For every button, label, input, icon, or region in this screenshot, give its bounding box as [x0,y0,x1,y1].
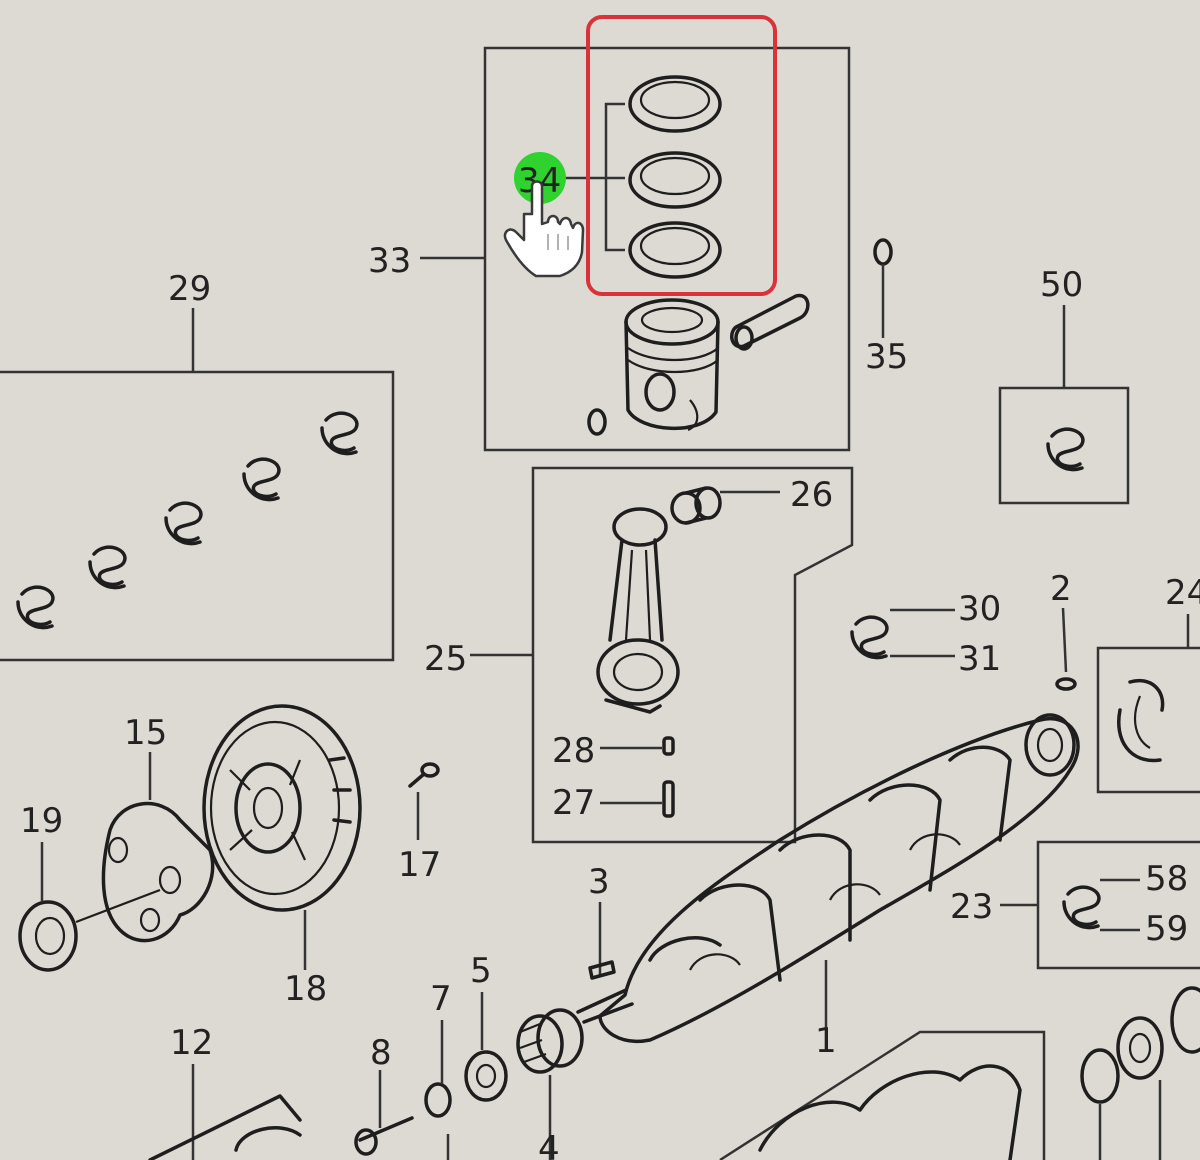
main-bearings-box [0,370,395,662]
callout-23[interactable]: 23 [950,887,993,927]
rod-nut[interactable] [662,736,675,756]
callout-33[interactable]: 33 [368,241,411,281]
callout-19[interactable]: 19 [20,801,63,841]
bolt-8[interactable] [354,1116,414,1156]
bearing-50[interactable] [1046,427,1085,472]
seal-ring-lower[interactable] [1080,986,1200,1104]
bolt-17[interactable] [408,762,440,788]
callout-58[interactable]: 58 [1145,859,1188,899]
rod-bearing-30-31[interactable] [850,615,889,660]
hand-pointer-icon [503,180,585,278]
thrust-washers-24[interactable] [1117,678,1165,763]
piston-assembly-box [483,46,851,452]
adapter-plate-15[interactable] [101,801,215,943]
callout-59[interactable]: 59 [1145,909,1188,949]
rod-bolt[interactable] [662,780,675,818]
callout-1[interactable]: 1 [815,1021,837,1061]
pin-snap-ring[interactable] [587,408,607,436]
callout-15[interactable]: 15 [124,713,167,753]
main-bearings-29[interactable] [16,411,359,630]
lower-crankshaft-box [719,1030,1046,1160]
callout-50[interactable]: 50 [1040,265,1083,305]
housing-12[interactable] [148,1094,302,1160]
callout-31[interactable]: 31 [958,639,1001,679]
flywheel-18[interactable] [202,704,362,912]
callout-17[interactable]: 17 [398,845,441,885]
callout-4[interactable]: 4 [538,1129,560,1160]
callout-12[interactable]: 12 [170,1023,213,1063]
callout-35[interactable]: 35 [865,337,908,377]
bearing-23[interactable] [1062,885,1101,930]
spacer-5[interactable] [464,1050,508,1102]
callout-24[interactable]: 24 [1165,573,1200,613]
bearing-box-50 [998,386,1130,505]
small-ring-35[interactable] [873,238,893,266]
callout-18[interactable]: 18 [284,969,327,1009]
callout-27[interactable]: 27 [552,783,595,823]
oil-seal-19[interactable] [18,888,161,972]
piston[interactable] [624,298,720,432]
highlight-outline [586,15,777,296]
piston-rings-34[interactable] [628,75,722,279]
dowel-pin-2[interactable] [1055,677,1077,691]
thrust-washer-box [1096,646,1200,794]
callout-25[interactable]: 25 [424,639,467,679]
key-3[interactable] [588,960,616,980]
crankshaft[interactable] [576,713,1080,1043]
callout-30[interactable]: 30 [958,589,1001,629]
callout-5[interactable]: 5 [470,951,492,991]
callout-7[interactable]: 7 [430,979,452,1019]
callout-34-marker[interactable] [514,152,566,204]
callout-29[interactable]: 29 [168,269,211,309]
callout-2[interactable]: 2 [1050,569,1072,609]
connecting-rod-box [531,466,854,844]
callout-3[interactable]: 3 [588,862,610,902]
callout-26[interactable]: 26 [790,475,833,515]
piston-pin[interactable] [730,293,810,351]
crank-gear-4[interactable] [516,1008,584,1074]
callout-28[interactable]: 28 [552,731,595,771]
callout-8[interactable]: 8 [370,1033,392,1073]
connecting-rod[interactable] [596,507,680,714]
small-end-bush[interactable] [670,486,722,525]
washer-7[interactable] [424,1082,452,1118]
